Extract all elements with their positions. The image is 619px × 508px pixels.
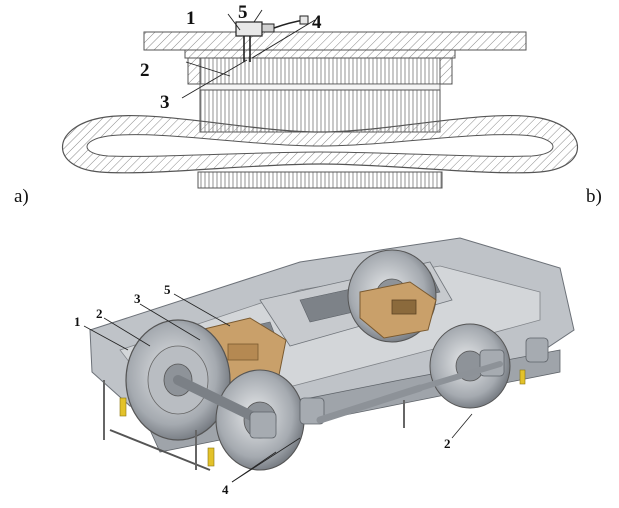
callout-2-b: 2 (96, 306, 103, 321)
panel-a-section-drawing: 1 2 3 4 5 a) (14, 2, 579, 207)
upper-spring-block (187, 57, 453, 85)
callout-5-b: 5 (164, 282, 171, 297)
panel-label-b: b) (586, 186, 602, 207)
curved-leaf-spring (61, 115, 579, 174)
leader-lines (83, 293, 473, 483)
callout-4-b: 4 (222, 482, 229, 497)
brake-unit-rear (359, 281, 437, 339)
callout-4-a: 4 (312, 12, 322, 33)
yellow-markers (119, 369, 526, 467)
panel-b-bogie-render: 1 2 3 5 2 4 (74, 237, 575, 497)
callout-1-b: 1 (74, 314, 81, 329)
callout-1-a: 1 (186, 8, 196, 29)
hangers (103, 380, 405, 470)
callout-3-b: 3 (134, 291, 141, 306)
callout-3-a: 3 (160, 92, 170, 113)
upper-step (184, 49, 456, 59)
coil-springs (249, 337, 549, 439)
panel-label-a: a) (14, 186, 29, 207)
bottom-block (197, 171, 443, 189)
gap-band (199, 83, 441, 91)
callout-2-a: 2 (140, 60, 150, 81)
sensor-assembly (181, 9, 316, 99)
dampers (109, 361, 503, 471)
lower-spring-block (199, 89, 441, 133)
top-slab (143, 31, 527, 51)
callout-5-a: 5 (238, 2, 248, 23)
callout-2-b-lower: 2 (444, 436, 451, 451)
